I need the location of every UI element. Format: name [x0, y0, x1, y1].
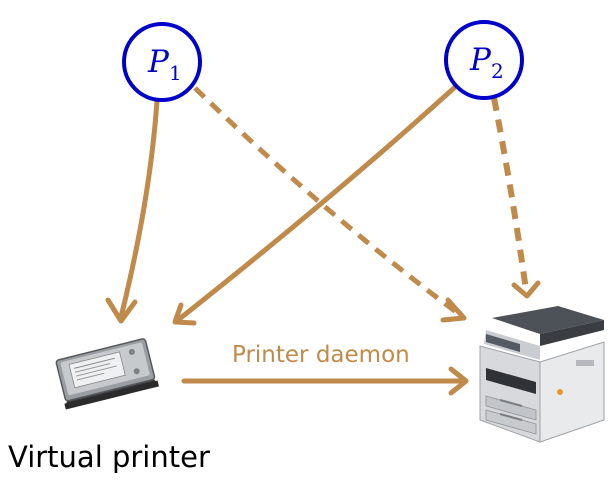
- node-p1-subscript: 1: [169, 61, 182, 85]
- virtual-printer-caption: Virtual printer: [8, 440, 210, 474]
- printer-icon: [479, 306, 605, 443]
- hard-drive-icon: [55, 338, 159, 410]
- node-p1: P 1: [122, 22, 202, 102]
- edge-label-printer-daemon: Printer daemon: [232, 342, 410, 368]
- node-p2: P 2: [444, 20, 524, 100]
- edge-p2-to-printer: [491, 97, 541, 299]
- edge-p1-to-printer: [193, 86, 467, 323]
- node-p2-letter: P: [469, 42, 492, 78]
- edge-p1-to-virtual-printer: [105, 98, 160, 324]
- edge-daemon: [181, 366, 469, 396]
- node-p1-letter: P: [147, 44, 170, 80]
- edge-p2-to-virtual-printer: [172, 85, 457, 326]
- node-p2-subscript: 2: [491, 59, 504, 83]
